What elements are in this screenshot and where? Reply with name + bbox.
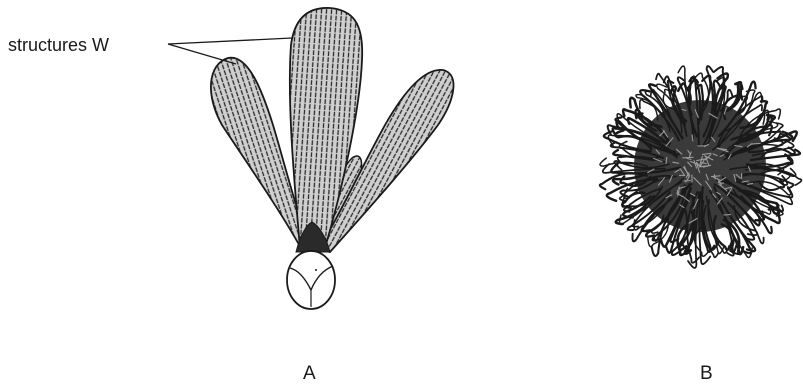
structures-w-label: structures W: [8, 35, 109, 56]
seed-pod: [287, 251, 335, 309]
fruit-a: [211, 8, 454, 309]
hair-texture: [683, 157, 694, 158]
fruit-b: [600, 66, 802, 268]
figure-b-label: B: [700, 363, 713, 385]
figure-a-label: A: [303, 363, 316, 385]
hair-texture: [751, 143, 760, 144]
